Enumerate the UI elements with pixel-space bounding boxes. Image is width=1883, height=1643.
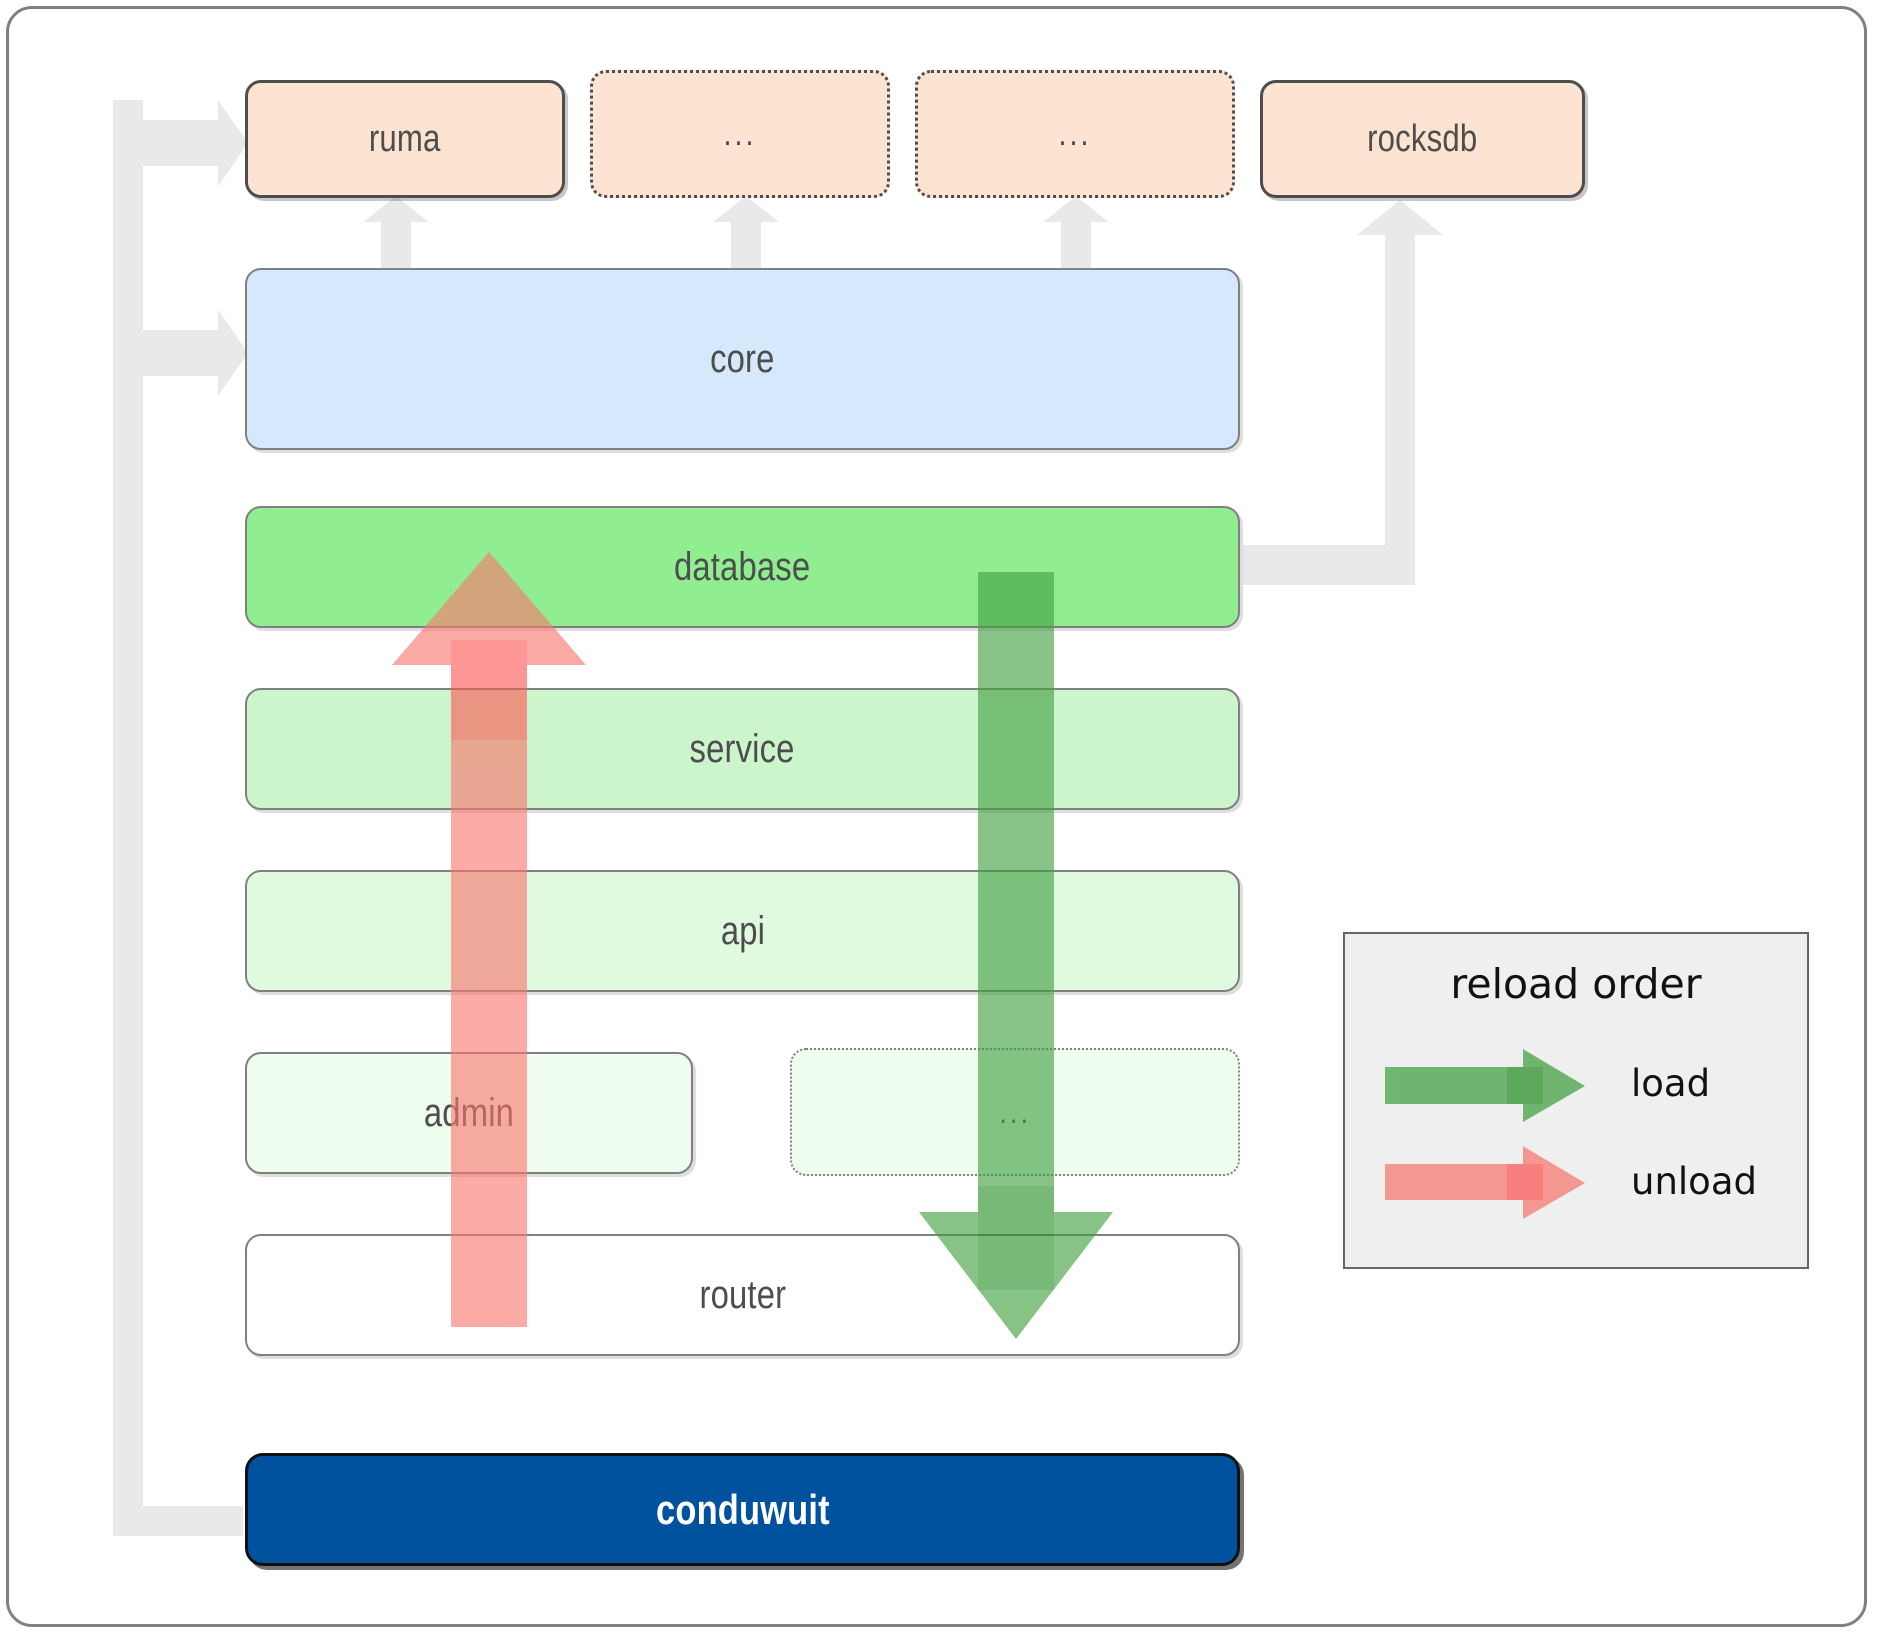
dependency-box-ellipsis-1[interactable]: ...: [590, 70, 890, 198]
dependency-label: ruma: [369, 117, 441, 160]
root-box-conduwuit[interactable]: conduwuit: [245, 1453, 1240, 1566]
layer-label: ...: [999, 1093, 1031, 1130]
layer-box-core[interactable]: core: [245, 268, 1240, 450]
layer-label: core: [710, 336, 775, 381]
layer-box-admin[interactable]: admin: [245, 1052, 693, 1174]
dependency-box-ruma[interactable]: ruma: [245, 80, 565, 198]
legend-arrows: [1385, 1049, 1585, 1219]
layer-label: service: [689, 726, 796, 771]
legend-panel: reload order load unload: [1343, 932, 1809, 1269]
dependency-box-ellipsis-2[interactable]: ...: [915, 70, 1235, 198]
layer-label: router: [699, 1272, 786, 1317]
layer-label: database: [674, 544, 811, 589]
legend-label-unload: unload: [1631, 1160, 1757, 1203]
layer-box-service[interactable]: service: [245, 688, 1240, 810]
legend-label-load: load: [1631, 1062, 1711, 1105]
layer-box-ellipsis[interactable]: ...: [790, 1048, 1240, 1176]
dependency-label: ...: [723, 114, 757, 153]
dependency-box-rocksdb[interactable]: rocksdb: [1260, 80, 1585, 198]
layer-label: admin: [423, 1090, 515, 1135]
layer-box-api[interactable]: api: [245, 870, 1240, 992]
dependency-label: rocksdb: [1367, 117, 1478, 160]
root-label: conduwuit: [655, 1485, 830, 1533]
dependency-label: ...: [1058, 114, 1092, 153]
layer-box-database[interactable]: database: [245, 506, 1240, 628]
layer-box-router[interactable]: router: [245, 1234, 1240, 1356]
diagram-frame: [6, 6, 1867, 1627]
legend-arrow-load: [1385, 1049, 1585, 1122]
legend-arrow-unload: [1385, 1146, 1585, 1219]
legend-title: reload order: [1450, 960, 1702, 1008]
layer-label: api: [720, 908, 765, 953]
